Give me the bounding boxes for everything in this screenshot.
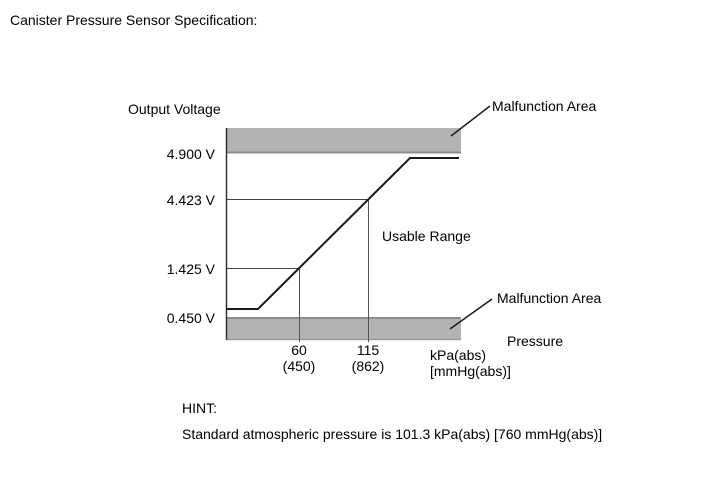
page-title: Canister Pressure Sensor Specification: [10, 12, 258, 28]
x-tick-115-kpa: 115 [356, 342, 380, 358]
y-tick-4423: 4.423 V [166, 192, 215, 208]
malfunction-area-top-label: Malfunction Area [492, 98, 597, 114]
leader-line-malfunction-top [450, 105, 491, 137]
y-tick-0450: 0.450 V [166, 310, 215, 326]
y-axis-title: Output Voltage [128, 101, 221, 117]
x-tick-115-mmhg: (862) [351, 358, 385, 374]
y-tick-4900: 4.900 V [166, 146, 215, 162]
malfunction-area-bottom-label: Malfunction Area [497, 290, 602, 306]
x-tick-60-mmhg: (450) [282, 358, 316, 374]
malfunction-band-bottom [226, 318, 461, 340]
x-tick-60-kpa: 60 [291, 342, 307, 358]
x-axis-unit-mmhg: [mmHg(abs)] [430, 363, 511, 379]
malfunction-band-top [226, 128, 461, 152]
sensor-output-curve [226, 157, 459, 310]
usable-range-label: Usable Range [382, 228, 471, 244]
x-axis-unit-kpa: kPa(abs) [430, 347, 487, 363]
hint-text: Standard atmospheric pressure is 101.3 k… [182, 426, 603, 442]
hint-heading: HINT: [182, 400, 217, 416]
y-tick-1425: 1.425 V [166, 261, 215, 277]
x-axis-title: Pressure [507, 333, 564, 349]
leader-line-malfunction-bottom [449, 298, 493, 330]
